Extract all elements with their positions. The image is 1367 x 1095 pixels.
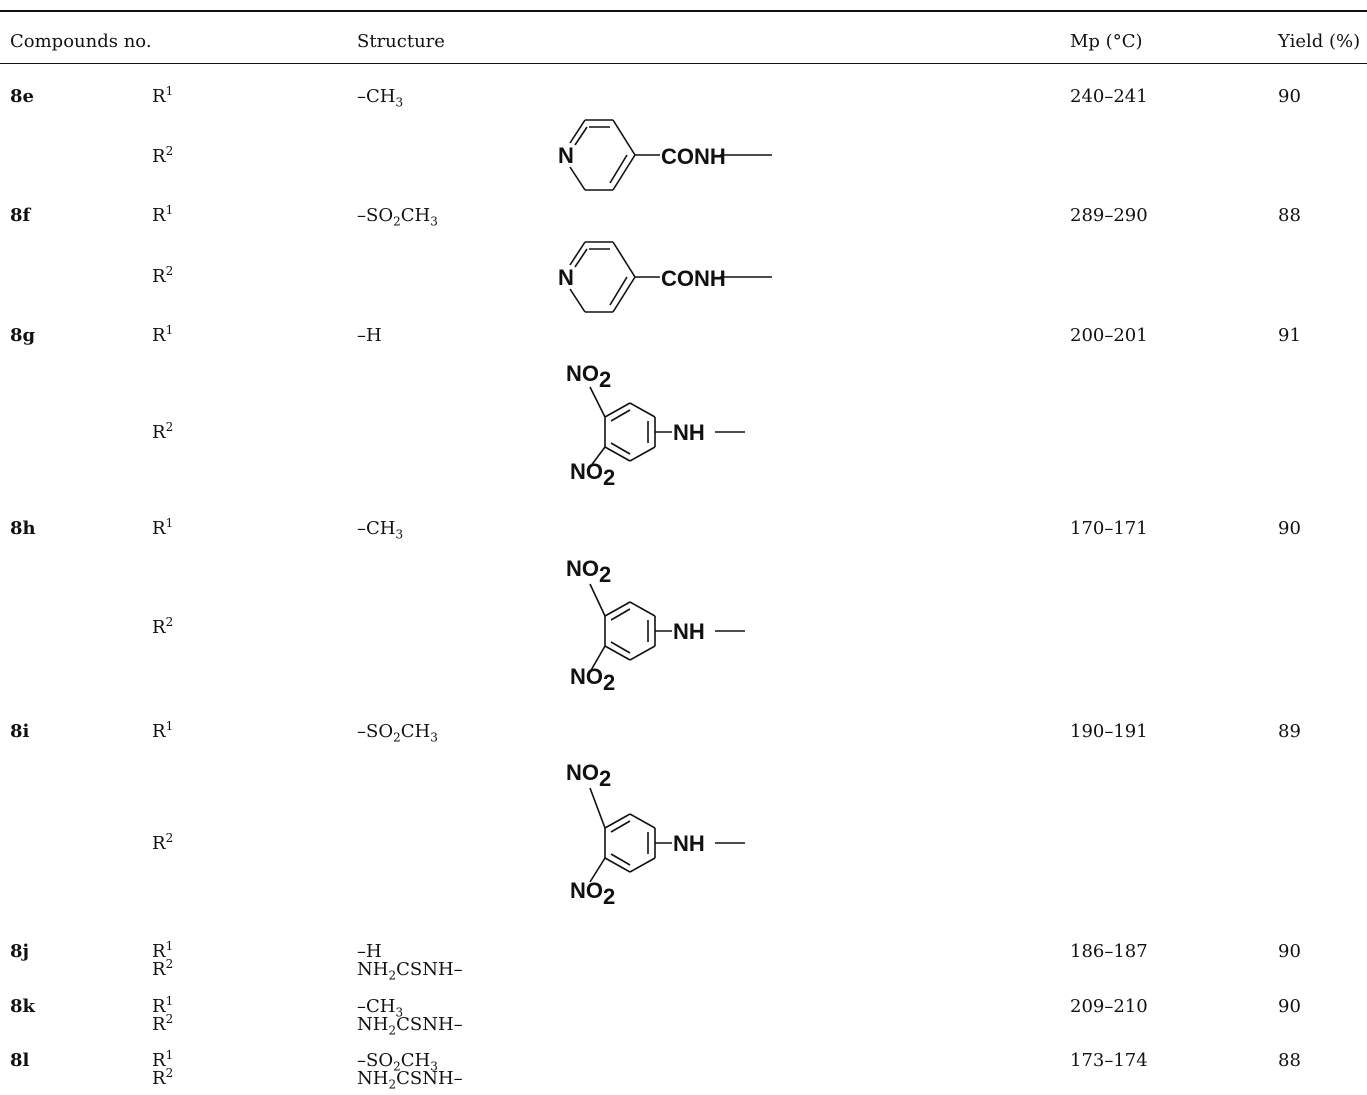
pyridine-carboxamide-structure: N CONH <box>558 119 772 191</box>
r2-value: NH2CSNH– <box>357 959 463 983</box>
nitrogen-label: N <box>558 143 574 168</box>
dinitrophenylamino-structure: NO2 NO2 NH <box>566 556 745 695</box>
table-top-rule <box>0 10 1367 12</box>
mp-value: 200–201 <box>1070 325 1148 346</box>
r1-value: –CH3 <box>357 996 404 1020</box>
nitro-group-bottom: NO2 <box>570 459 615 490</box>
compound-id-8k: 8k <box>10 996 35 1017</box>
r1-value: –H <box>357 941 382 962</box>
yield-value: 90 <box>1278 996 1301 1017</box>
compound-id-8f: 8f <box>10 205 31 226</box>
dinitrophenylamino-structure: NO2 NO2 NH <box>566 361 745 490</box>
r2-value: NH2CSNH– <box>357 1068 463 1092</box>
r2-label: R2 <box>152 144 174 167</box>
yield-value: 89 <box>1278 721 1301 742</box>
nh-label: NH <box>673 619 705 644</box>
r1-label: R1 <box>152 719 174 742</box>
mp-value: 170–171 <box>1070 518 1148 539</box>
r1-value: –SO2CH3 <box>357 721 438 745</box>
r1-label: R1 <box>152 1048 174 1071</box>
conh-label: CONH <box>661 266 726 291</box>
yield-value: 90 <box>1278 941 1301 962</box>
mp-value: 186–187 <box>1070 941 1148 962</box>
compound-id-8h: 8h <box>10 518 36 539</box>
nitro-group-bottom: NO2 <box>570 664 615 695</box>
conh-label: CONH <box>661 144 726 169</box>
mp-value: 209–210 <box>1070 996 1148 1017</box>
r2-label: R2 <box>152 957 174 980</box>
yield-value: 88 <box>1278 205 1301 226</box>
r1-value: –CH3 <box>357 86 404 110</box>
r1-label: R1 <box>152 84 174 107</box>
mp-value: 173–174 <box>1070 1050 1148 1071</box>
r1-label: R1 <box>152 203 174 226</box>
nh-label: NH <box>673 420 705 445</box>
r1-value: –SO2CH3 <box>357 1050 438 1074</box>
yield-value: 90 <box>1278 86 1301 107</box>
r2-label: R2 <box>152 1066 174 1089</box>
nitro-group-top: NO2 <box>566 556 611 587</box>
mp-value: 240–241 <box>1070 86 1148 107</box>
compound-id-8l: 8l <box>10 1050 30 1071</box>
dinitrophenylamino-structure: NO2 NO2 NH <box>566 760 745 909</box>
compound-id-8e: 8e <box>10 86 34 107</box>
mp-value: 289–290 <box>1070 205 1148 226</box>
yield-value: 88 <box>1278 1050 1301 1071</box>
nh-label: NH <box>673 831 705 856</box>
r2-label: R2 <box>152 831 174 854</box>
r2-label: R2 <box>152 420 174 443</box>
nitrogen-label: N <box>558 265 574 290</box>
yield-value: 90 <box>1278 518 1301 539</box>
r1-value: –H <box>357 325 382 346</box>
compound-id-8j: 8j <box>10 941 30 962</box>
nitro-group-top: NO2 <box>566 361 611 392</box>
nitro-group-top: NO2 <box>566 760 611 791</box>
r1-label: R1 <box>152 516 174 539</box>
mp-value: 190–191 <box>1070 721 1148 742</box>
yield-value: 91 <box>1278 325 1301 346</box>
pyridine-carboxamide-structure: N CONH <box>558 241 772 313</box>
header-structure: Structure <box>357 31 445 52</box>
r2-label: R2 <box>152 1012 174 1035</box>
r2-value: NH2CSNH– <box>357 1014 463 1038</box>
nitro-group-bottom: NO2 <box>570 878 615 909</box>
header-compounds: Compounds no. <box>10 31 152 52</box>
r1-label: R1 <box>152 939 174 962</box>
r1-label: R1 <box>152 994 174 1017</box>
header-yield: Yield (%) <box>1278 31 1361 52</box>
header-mp: Mp (°C) <box>1070 31 1143 52</box>
compound-id-8i: 8i <box>10 721 30 742</box>
compound-id-8g: 8g <box>10 325 36 346</box>
r1-value: –CH3 <box>357 518 404 542</box>
r2-label: R2 <box>152 615 174 638</box>
r1-value: –SO2CH3 <box>357 205 438 229</box>
r2-label: R2 <box>152 264 174 287</box>
r1-label: R1 <box>152 323 174 346</box>
table-header-rule <box>0 63 1367 64</box>
